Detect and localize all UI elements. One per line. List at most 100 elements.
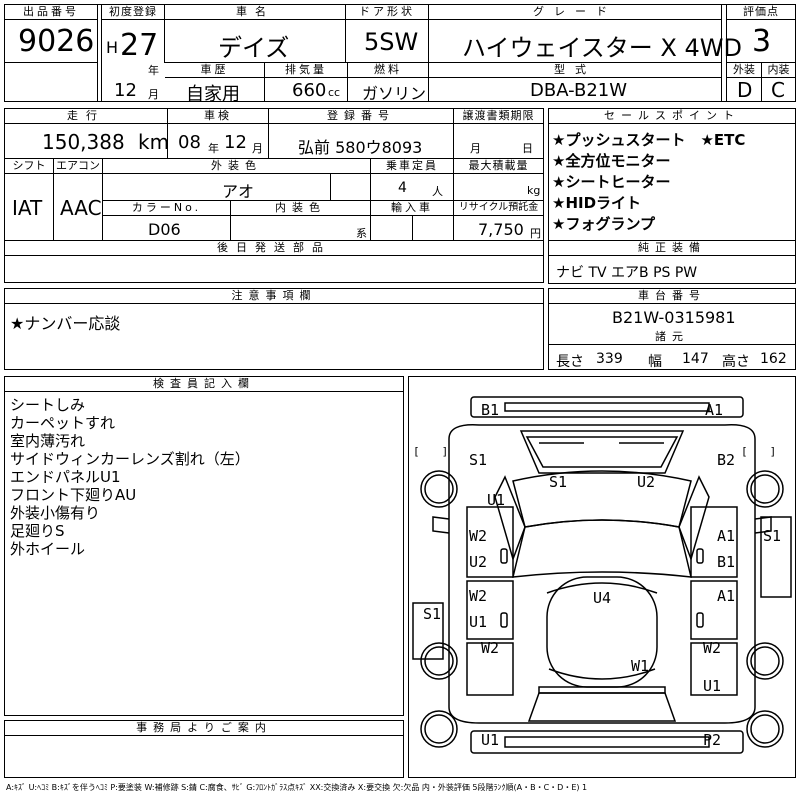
car-outline — [412, 396, 792, 754]
equipment: ナビ TV エアB PS PW — [556, 265, 698, 281]
shift-label: シフト — [5, 159, 53, 174]
damage-w1: W1 — [631, 657, 650, 675]
bracket-left: [ ] — [413, 445, 449, 458]
car-diagram: B1 A1 [ ] [ ] S1 B2 S1 U2 U1 W2 A1 S1 U2… — [408, 376, 796, 778]
color-label: 外装色 — [103, 159, 370, 174]
color-no-label: カラーNo. — [103, 201, 230, 216]
fuel: ガソリン — [362, 84, 427, 103]
capacity-unit: 人 — [432, 185, 443, 198]
sales-label: セールスポイント — [549, 109, 795, 124]
damage-w2-a: W2 — [469, 527, 488, 545]
reg-year: 27 — [120, 28, 159, 63]
equipment-label: 純正装備 — [549, 241, 795, 256]
era: H — [106, 38, 119, 57]
reg-year-unit: 年 — [148, 64, 159, 77]
inspector-item: 室内薄汚れ — [10, 432, 86, 450]
load-unit: kg — [527, 184, 541, 197]
damage-w2-d: W2 — [703, 639, 722, 657]
door-type: 5SW — [364, 28, 419, 56]
height-label: 高さ — [722, 354, 750, 370]
grade: ハイウェイスター X 4WD — [462, 34, 742, 62]
damage-s1-roof: S1 — [549, 473, 568, 491]
inspector-item: フロント下廻りAU — [10, 486, 137, 504]
chassis-number: B21W-0315981 — [612, 308, 736, 327]
damage-b1: B1 — [481, 401, 500, 419]
length: 339 — [596, 351, 623, 367]
grade-label: グレード — [429, 5, 721, 20]
reg-number: 弘前 580ウ8093 — [298, 138, 423, 157]
lot-number: 9026 — [18, 24, 95, 59]
damage-a1-c: A1 — [717, 587, 736, 605]
ac: AAC — [60, 196, 102, 220]
height: 162 — [760, 351, 787, 367]
inspector-item: 足廻りS — [10, 522, 65, 540]
recycle: 7,750 — [478, 220, 524, 239]
damage-u2-roof: U2 — [637, 473, 656, 491]
damage-b2: B2 — [717, 451, 736, 469]
inspector-list: シートしみ カーペットすれ 室内薄汚れ サイドウィンカーレンズ割れ（左） エンド… — [10, 396, 250, 558]
damage-a1-top: A1 — [705, 401, 724, 419]
damage-s1-left: S1 — [469, 451, 488, 469]
inspection-label: 車検 — [168, 109, 268, 124]
sales-item: ★シートヒーター — [552, 173, 671, 191]
notes-label: 注意事項欄 — [5, 289, 543, 304]
legend: A:ｷｽﾞ U:ﾍｺﾐ B:ｷｽﾞを伴うﾍｺﾐ P:要塗装 W:補修跡 S:錆 … — [6, 783, 588, 792]
later-parts-label: 後日発送部品 — [5, 241, 543, 256]
insp-year-unit: 年 — [208, 142, 219, 155]
disp-unit: cc — [328, 86, 341, 99]
disp-label: 排気量 — [265, 63, 347, 78]
int-label: 内装 — [762, 63, 795, 78]
inspector-item: エンドパネルU1 — [10, 468, 121, 486]
sales-item: ★プッシュスタート ★ETC — [552, 131, 746, 149]
int-color-unit: 系 — [356, 227, 367, 240]
sales-item: ★HIDライト — [552, 194, 642, 212]
sales-list: ★プッシュスタート ★ETC ★全方位モニター ★シートヒーター ★HIDライト… — [552, 130, 745, 235]
import-label: 輸入車 — [371, 201, 453, 216]
reg-month: 12 — [114, 80, 137, 101]
ext-score: D — [737, 78, 753, 102]
door-label: ドア形状 — [346, 5, 428, 20]
recycle-unit: 円 — [530, 227, 541, 240]
damage-u1-b: U1 — [469, 613, 488, 631]
length-label: 長さ — [556, 354, 584, 370]
lot-label: 出品番号 — [5, 5, 97, 20]
score: 3 — [752, 24, 772, 59]
fuel-label: 燃料 — [348, 63, 428, 78]
damage-u1-d: U1 — [481, 731, 500, 749]
inspector-item: サイドウィンカーレンズ割れ（左） — [10, 450, 250, 468]
capacity: 4 — [398, 180, 407, 196]
mileage-unit: km — [138, 130, 170, 154]
score-label: 評価点 — [727, 5, 795, 20]
damage-a1-b: A1 — [717, 527, 736, 545]
history: 自家用 — [186, 84, 240, 105]
docs-label: 譲渡書類期限 — [454, 109, 543, 124]
inspector-item: シートしみ — [10, 396, 86, 414]
inspector-item: カーペットすれ — [10, 414, 116, 432]
int-color-label: 内装色 — [231, 201, 370, 216]
damage-s1-left2: S1 — [423, 605, 442, 623]
dims-label: 諸元 — [549, 330, 795, 345]
office-label: 事務局よりご案内 — [5, 721, 403, 736]
width: 147 — [682, 351, 709, 367]
damage-w2-c: W2 — [481, 639, 500, 657]
history-label: 車歴 — [165, 63, 264, 78]
shift: IAT — [12, 196, 43, 220]
damage-s1-right: S1 — [763, 527, 782, 545]
displacement: 660 — [292, 80, 327, 101]
docs-month: 月 — [470, 142, 481, 155]
top-block — [4, 4, 796, 102]
width-label: 幅 — [648, 354, 662, 370]
reg-number-label: 登録番号 — [269, 109, 453, 124]
insp-month-unit: 月 — [252, 142, 263, 155]
damage-u1-c: U1 — [703, 677, 722, 695]
ext-color: アオ — [222, 182, 255, 201]
mileage: 150,388 — [42, 130, 125, 154]
sales-item: ★全方位モニター — [552, 152, 671, 170]
mileage-label: 走行 — [5, 109, 167, 124]
ext-label: 外装 — [727, 63, 761, 78]
damage-u2-a: U2 — [469, 553, 488, 571]
damage-b1-b: B1 — [717, 553, 736, 571]
inspector-block — [4, 376, 404, 716]
first-reg-label: 初度登録 — [102, 5, 164, 20]
recycle-label: リサイクル預託金 — [454, 201, 543, 216]
